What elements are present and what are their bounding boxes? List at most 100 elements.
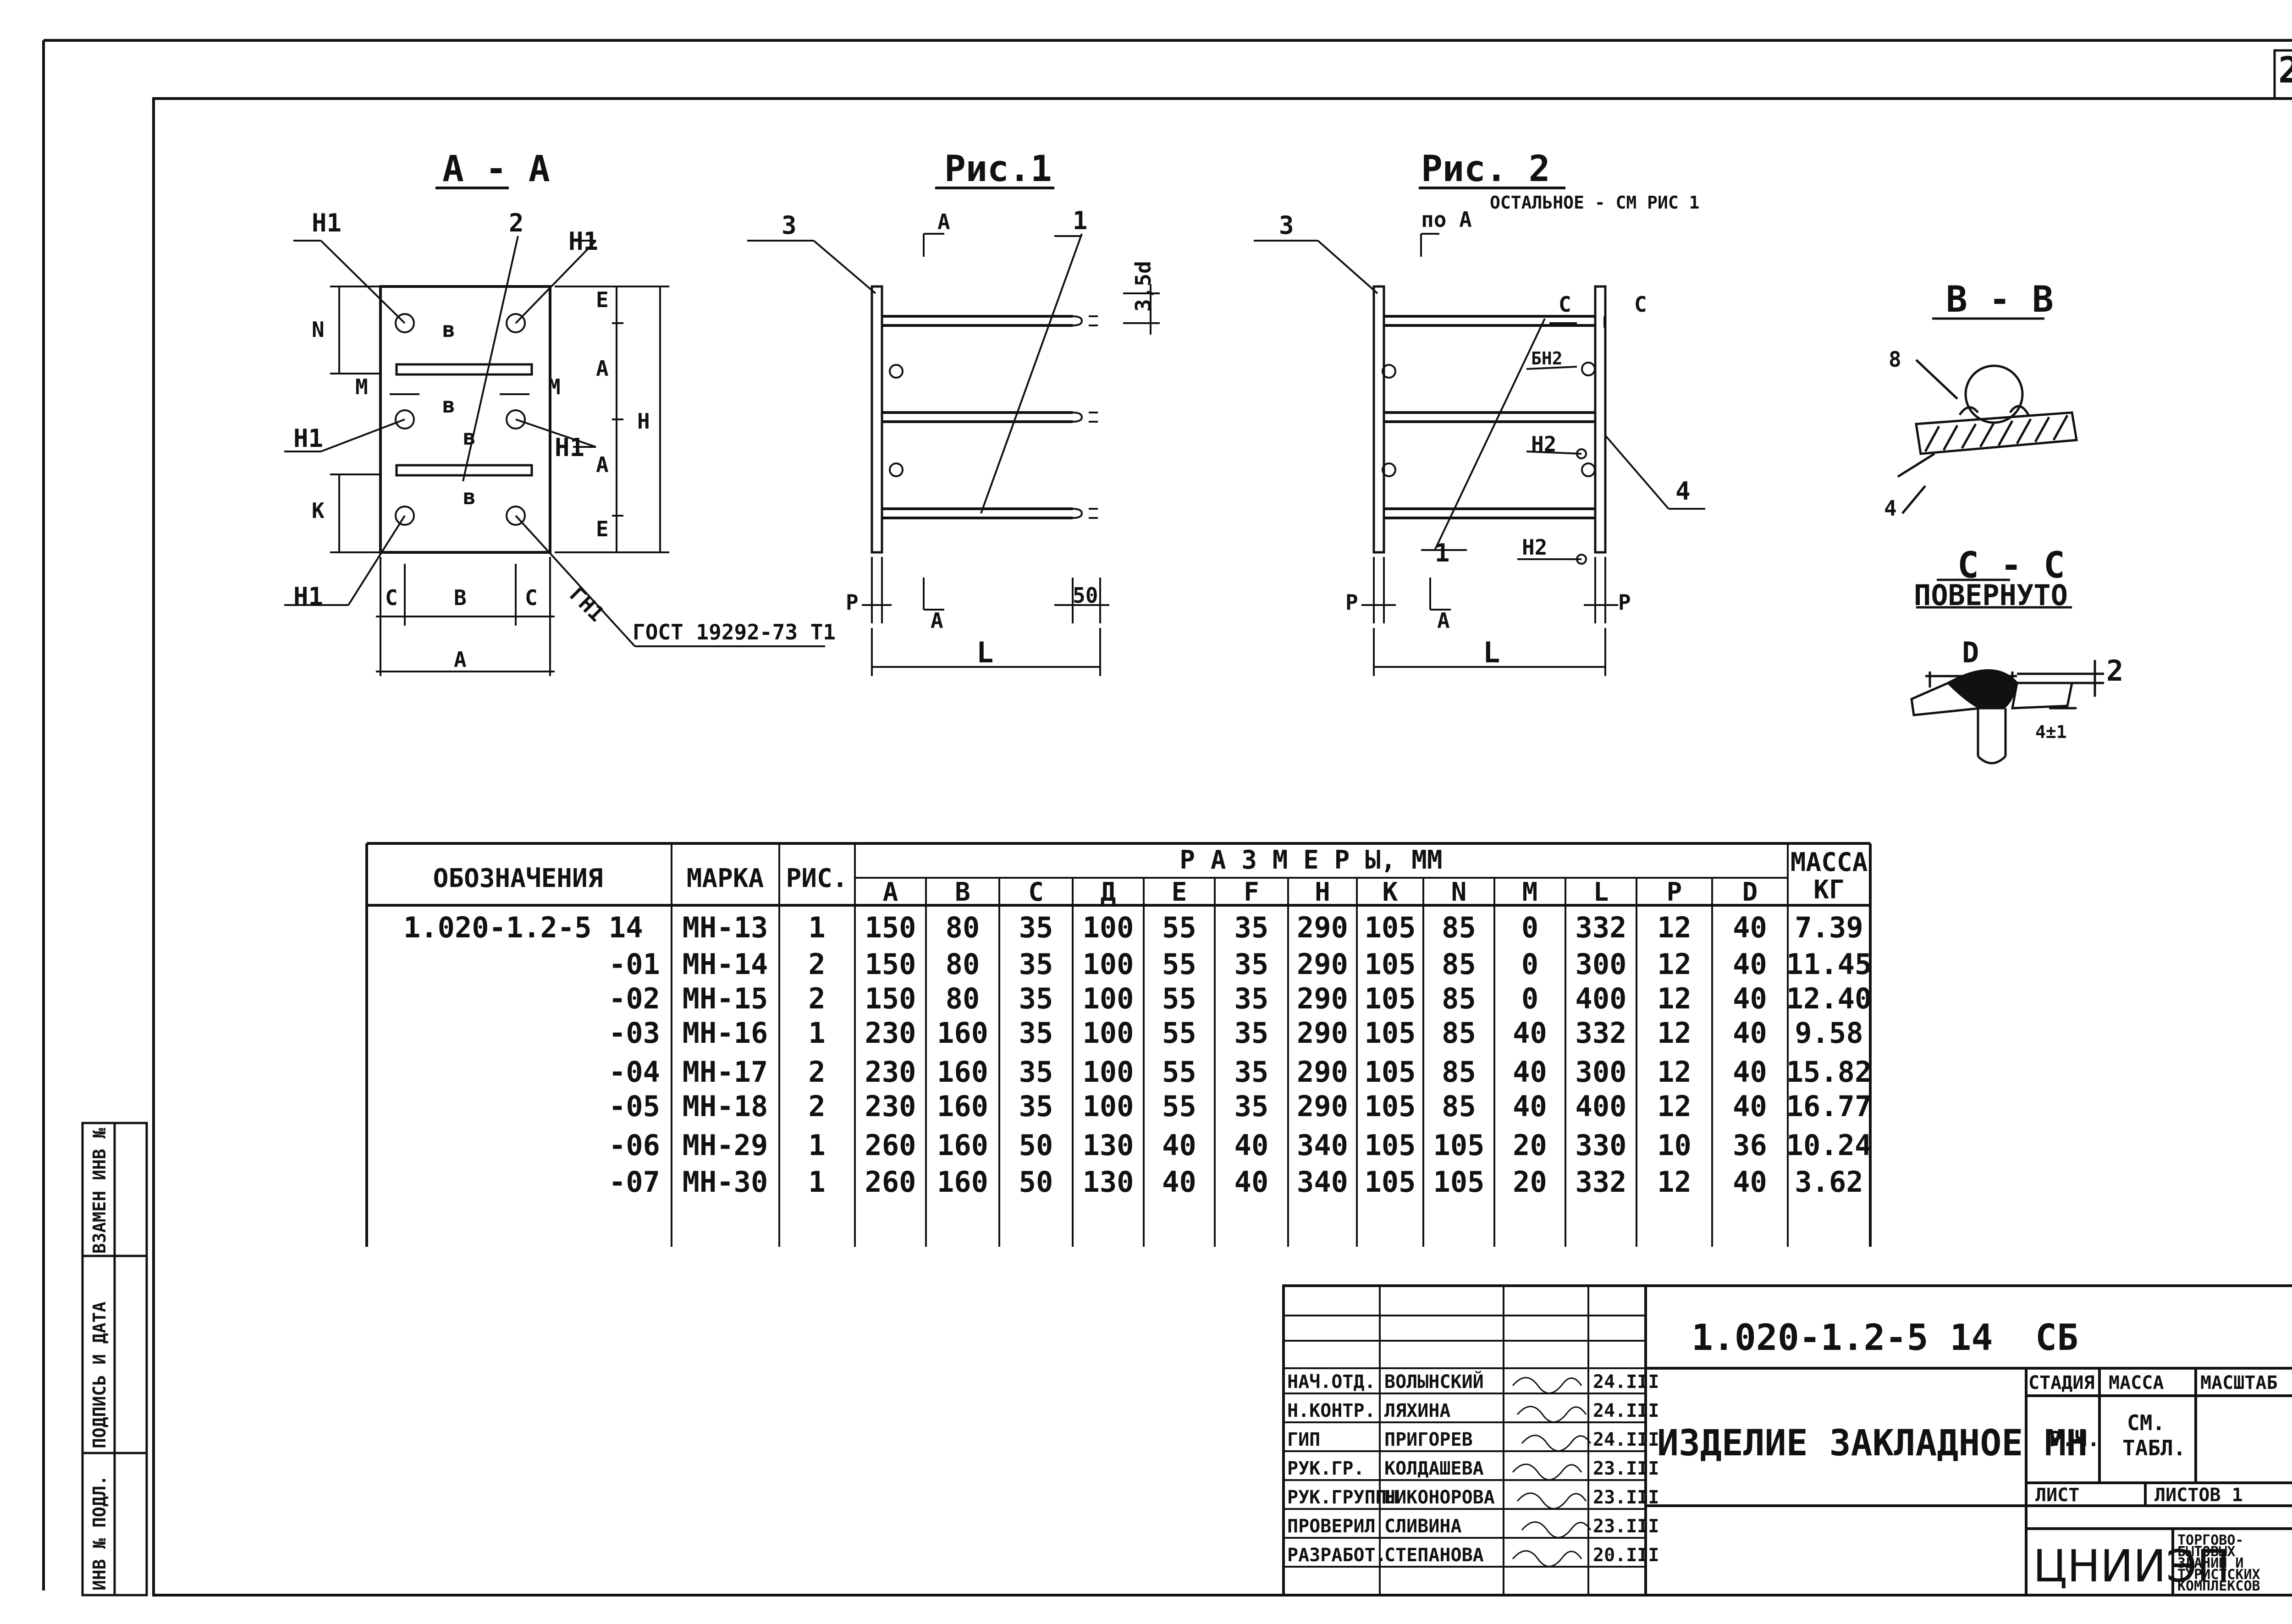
row-size-cell: 40	[1513, 1016, 1547, 1050]
tb-name: ИЗДЕЛИЕ ЗАКЛАДНОЕ МН	[1657, 1423, 2088, 1464]
fig2-sect-a-bot: А	[1437, 608, 1450, 633]
row-size-cell: 35	[1019, 1016, 1053, 1050]
side-stamp-sign: ПОДПИСЬ И ДАТА	[89, 1302, 110, 1448]
tb-mass-label: МАССА	[2109, 1372, 2164, 1393]
signer-date: 23.III	[1593, 1516, 1659, 1537]
signer-date: 24.III	[1593, 1429, 1659, 1450]
row-mark: МН-30	[683, 1165, 768, 1199]
row-size-cell: 290	[1297, 1055, 1348, 1089]
tb-stage-label: СТАДИЯ	[2028, 1372, 2095, 1393]
row-size-cell: 290	[1297, 911, 1348, 944]
section-cc-view	[1910, 578, 2104, 765]
row-size-cell: 85	[1442, 911, 1476, 944]
fig2-title: Рис. 2	[1421, 149, 1550, 190]
row-size-cell: 230	[865, 1090, 916, 1123]
fig1-labels: Рис.1 3 1 А А 3,5d Р 50 L	[782, 149, 1156, 669]
signature-mark	[1516, 1406, 1587, 1423]
tb-org: ЦНИИЭП	[2033, 1541, 2230, 1592]
row-fig: 2	[808, 1055, 825, 1089]
callout-n1-bl: Н1	[293, 582, 323, 611]
sheet-number: 25	[2278, 50, 2292, 91]
signer-role: РУК.ГРУППЫ	[1287, 1487, 1398, 1508]
row-size-cell: 12	[1657, 911, 1691, 944]
size-col-header: Н	[1315, 877, 1330, 907]
row-size-cell: 80	[946, 911, 980, 944]
row-size-cell: 35	[1234, 982, 1269, 1015]
row-size-cell: 55	[1162, 1090, 1196, 1123]
signer-role: ПРОВЕРИЛ	[1287, 1516, 1376, 1537]
row-designation: -05	[609, 1090, 660, 1123]
tb-org-sub-line: ТУРИСТСКИХ	[2177, 1567, 2260, 1583]
size-col-header: Р	[1667, 877, 1682, 907]
fig2-pos1: 1	[1435, 539, 1450, 567]
size-col-header: L	[1593, 877, 1609, 907]
row-size-cell: 35	[1019, 1055, 1053, 1089]
side-stamp-labels: ВЗАМЕН ИНВ № ПОДПИСЬ И ДАТА ИНВ № ПОДЛ.	[89, 1128, 110, 1591]
cc-dim-d: D	[1962, 636, 1979, 669]
dim-a-mid: А	[596, 452, 609, 477]
row-size-cell: 100	[1083, 1090, 1134, 1123]
row-size-cell: 40	[1733, 947, 1767, 981]
row-size-cell: 35	[1019, 911, 1053, 944]
row-size-cell: 85	[1442, 1055, 1476, 1089]
row-size-cell: 36	[1733, 1129, 1767, 1162]
size-col-header: N	[1451, 877, 1467, 907]
row-size-cell: 105	[1365, 947, 1416, 981]
row-size-cell: 40	[1733, 1090, 1767, 1123]
row-mass: 11.45	[1786, 947, 1872, 981]
row-size-cell: 330	[1576, 1129, 1627, 1162]
fig2-dim-l: L	[1483, 636, 1500, 669]
tb-sheet-label: ЛИСТ	[2035, 1485, 2079, 1506]
row-fig: 1	[808, 1129, 825, 1162]
signer-name: НИКОНОРОВА	[1384, 1487, 1495, 1508]
row-mark: МН-13	[683, 911, 768, 944]
section-bb-labels: В - В 8 4	[1884, 279, 2054, 521]
row-size-cell: 40	[1234, 1165, 1269, 1199]
row-mass: 9.58	[1795, 1016, 1863, 1050]
row-size-cell: 20	[1513, 1165, 1547, 1199]
size-col-header: М	[1522, 877, 1538, 907]
row-mass: 3.62	[1795, 1165, 1863, 1199]
callout-gn1: ГН1	[565, 582, 609, 627]
row-size-cell: 40	[1162, 1165, 1196, 1199]
section-aa-view	[284, 187, 825, 676]
section-cc-labels: С - С ПОВЕРНУТО D 2 4±1	[1914, 545, 2123, 742]
row-size-cell: 105	[1433, 1129, 1485, 1162]
dim-b-1: в	[442, 317, 455, 342]
row-size-cell: 85	[1442, 982, 1476, 1015]
row-fig: 2	[808, 1090, 825, 1123]
signer-role: ГИП	[1287, 1429, 1320, 1450]
signature-mark	[1512, 1464, 1582, 1481]
dim-a-top: А	[596, 356, 609, 381]
row-size-cell: 50	[1019, 1129, 1053, 1162]
row-size-cell: 12	[1657, 1165, 1691, 1199]
cc-dim-2: 2	[2106, 654, 2123, 688]
row-designation: 1.020-1.2-5 14	[403, 911, 643, 944]
dim-h: Н	[637, 409, 650, 434]
row-size-cell: 300	[1576, 1055, 1627, 1089]
tb-code: 1.020-1.2-5 14	[1691, 1317, 1993, 1359]
row-size-cell: 332	[1576, 911, 1627, 944]
row-size-cell: 40	[1234, 1129, 1269, 1162]
signer-role: РАЗРАБОТ.	[1287, 1545, 1387, 1566]
row-designation: -07	[609, 1165, 660, 1199]
dim-b-bottom: В	[454, 585, 467, 610]
row-size-cell: 12	[1657, 1016, 1691, 1050]
row-size-cell: 300	[1576, 947, 1627, 981]
row-size-cell: 230	[865, 1055, 916, 1089]
row-designation: -06	[609, 1129, 660, 1162]
fig2-note-prefix: по А	[1421, 207, 1472, 232]
row-size-cell: 35	[1234, 1090, 1269, 1123]
row-mark: МН-17	[683, 1055, 768, 1089]
row-size-cell: 85	[1442, 947, 1476, 981]
fig2-dim-p-left: Р	[1345, 590, 1358, 615]
row-mark: МН-29	[683, 1129, 768, 1162]
row-size-cell: 10	[1657, 1129, 1691, 1162]
